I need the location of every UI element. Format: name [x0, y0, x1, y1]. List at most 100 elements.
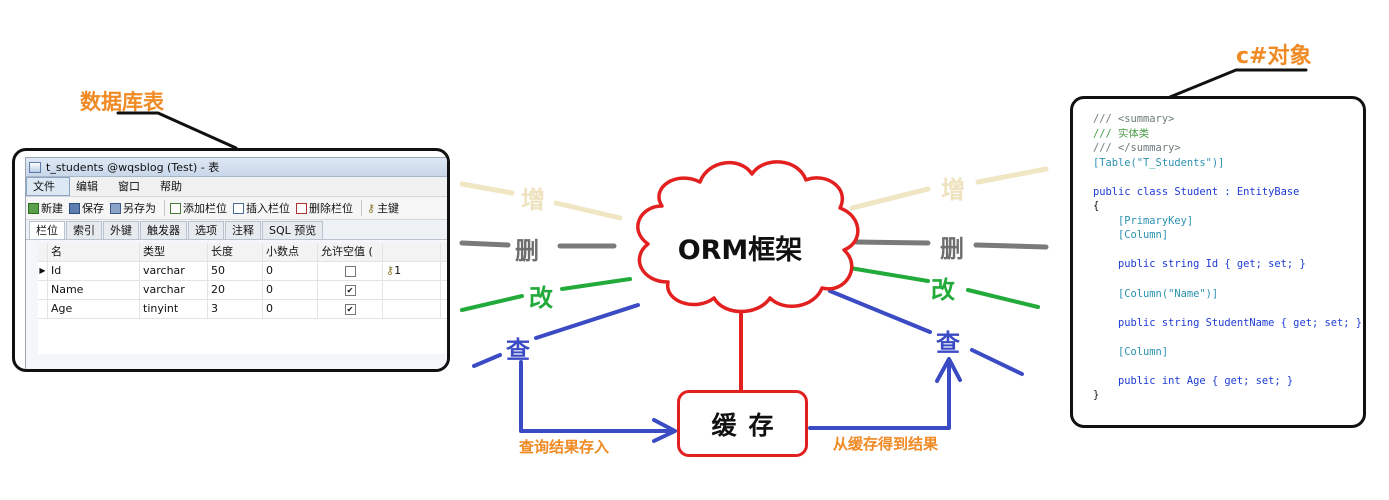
query-save-caption: 查询结果存入: [519, 438, 610, 456]
db-window-titlebar[interactable]: t_students @wqsblog (Test) - 表: [26, 158, 447, 177]
code-listing: /// <summary> /// 实体类 /// </summary> [Ta…: [1093, 112, 1362, 403]
cell-decimals[interactable]: 0: [263, 300, 318, 318]
cell-length[interactable]: 3: [208, 300, 263, 318]
left-delete-label: 删: [515, 237, 539, 265]
orm-cloud: [636, 160, 860, 314]
add-column-label: 添加栏位: [183, 202, 227, 215]
left-update-label: 改: [529, 284, 553, 312]
insert-column-label: 插入栏位: [246, 202, 290, 215]
query-to-cache-arrowhead: [652, 418, 677, 443]
menu-help[interactable]: 帮助: [160, 180, 182, 193]
row-marker: [38, 281, 48, 299]
table-row[interactable]: ▶ Id varchar 50 0 ⚷1: [38, 262, 447, 281]
tab-foreign-keys[interactable]: 外键: [103, 221, 139, 239]
delete-column-button[interactable]: 删除栏位: [296, 200, 353, 216]
line-right-delete: [853, 239, 1049, 250]
cache-to-query-path: [808, 360, 951, 430]
cell-key: [383, 300, 441, 318]
tab-fields[interactable]: 栏位: [29, 221, 65, 239]
delete-column-label: 删除栏位: [309, 202, 353, 215]
menu-file[interactable]: 文件: [26, 177, 70, 196]
primary-key-button[interactable]: ⚷主键: [367, 200, 399, 216]
row-marker: [38, 300, 48, 318]
code-line-id-property: public string Id { get; set; }: [1093, 258, 1306, 271]
table-row[interactable]: Name varchar 20 0 ✔: [38, 281, 447, 300]
save-as-button-label: 另存为: [123, 202, 156, 215]
column-header-decimals[interactable]: 小数点: [263, 243, 318, 261]
delete-column-icon: [296, 202, 307, 214]
db-menubar: 文件 编辑 窗口 帮助: [26, 177, 447, 197]
cell-type[interactable]: varchar: [140, 281, 208, 299]
key-icon: ⚷: [386, 264, 395, 277]
code-line-table-attribute: [Table("T_Students")]: [1093, 156, 1225, 169]
add-column-icon: [170, 202, 181, 214]
cell-decimals[interactable]: 0: [263, 281, 318, 299]
nullable-checkbox[interactable]: ✔: [344, 284, 356, 296]
cell-decimals[interactable]: 0: [263, 262, 318, 280]
tab-comments[interactable]: 注释: [225, 221, 261, 239]
save-button[interactable]: 保存: [69, 200, 104, 216]
column-header-key: [383, 243, 441, 261]
nullable-checkbox[interactable]: [344, 265, 356, 277]
cell-name[interactable]: Id: [48, 262, 140, 280]
add-column-button[interactable]: 添加栏位: [170, 200, 227, 216]
key-icon: ⚷: [367, 201, 376, 215]
nullable-checkbox[interactable]: ✔: [344, 303, 356, 315]
column-header-name[interactable]: 名: [48, 243, 140, 261]
menu-window[interactable]: 窗口: [118, 180, 140, 193]
db-table-frame: t_students @wqsblog (Test) - 表 文件 编辑 窗口 …: [12, 148, 450, 372]
save-as-button[interactable]: 另存为: [110, 200, 156, 216]
tab-options[interactable]: 选项: [188, 221, 224, 239]
code-line-summary-close: /// </summary>: [1093, 142, 1181, 155]
table-row[interactable]: Age tinyint 3 0 ✔: [38, 300, 447, 319]
row-marker-header: [38, 243, 48, 261]
cell-nullable[interactable]: ✔: [318, 300, 383, 318]
csharp-object-label: c#对象: [1236, 44, 1312, 69]
key-order: 1: [394, 264, 402, 277]
left-add-label: 增: [521, 186, 545, 214]
column-header-length[interactable]: 长度: [208, 243, 263, 261]
db-tabs: 栏位 索引 外键 触发器 选项 注释 SQL 预览: [26, 220, 447, 240]
toolbar-separator: [164, 200, 165, 216]
save-icon: [69, 202, 80, 214]
line-right-update: [848, 266, 1040, 309]
column-header-type[interactable]: 类型: [140, 243, 208, 261]
cell-type[interactable]: varchar: [140, 262, 208, 280]
cell-nullable[interactable]: ✔: [318, 281, 383, 299]
new-button[interactable]: 新建: [28, 200, 63, 216]
primary-key-label: 主键: [377, 202, 400, 215]
save-as-icon: [110, 202, 121, 214]
line-left-query: [472, 303, 640, 368]
code-line-age-property: public int Age { get; set; }: [1093, 374, 1294, 387]
db-designer-window: t_students @wqsblog (Test) - 表 文件 编辑 窗口 …: [25, 157, 447, 369]
right-query-label: 查: [936, 329, 960, 357]
cell-nullable[interactable]: [318, 262, 383, 280]
insert-column-button[interactable]: 插入栏位: [233, 200, 290, 216]
csharp-code-panel: /// <summary> /// 实体类 /// </summary> [Ta…: [1070, 96, 1366, 428]
db-table-label: 数据库表: [80, 90, 164, 114]
cell-name[interactable]: Age: [48, 300, 140, 318]
tab-sql-preview[interactable]: SQL 预览: [262, 221, 324, 239]
menu-edit[interactable]: 编辑: [76, 180, 98, 193]
from-cache-caption: 从缓存得到结果: [833, 435, 939, 453]
code-line-summary-open: /// <summary>: [1093, 113, 1175, 125]
code-line-summary-text: /// 实体类: [1093, 127, 1150, 140]
line-left-add: [459, 181, 623, 221]
cell-key: ⚷1: [383, 262, 441, 280]
column-header-nullable[interactable]: 允许空值 (: [318, 243, 383, 261]
orm-framework-label: ORM框架: [677, 235, 803, 266]
cell-length[interactable]: 20: [208, 281, 263, 299]
toolbar-separator: [361, 200, 362, 216]
db-callout-line: [116, 111, 238, 150]
save-button-label: 保存: [82, 202, 104, 215]
row-selected-marker: ▶: [38, 262, 48, 280]
cell-type[interactable]: tinyint: [140, 300, 208, 318]
right-update-label: 改: [931, 276, 955, 304]
cell-length[interactable]: 50: [208, 262, 263, 280]
cache-label: 缓存: [711, 410, 786, 440]
tab-triggers[interactable]: 触发器: [140, 221, 187, 239]
code-line-blank: [1093, 330, 1362, 345]
tab-indexes[interactable]: 索引: [66, 221, 102, 239]
cell-name[interactable]: Name: [48, 281, 140, 299]
